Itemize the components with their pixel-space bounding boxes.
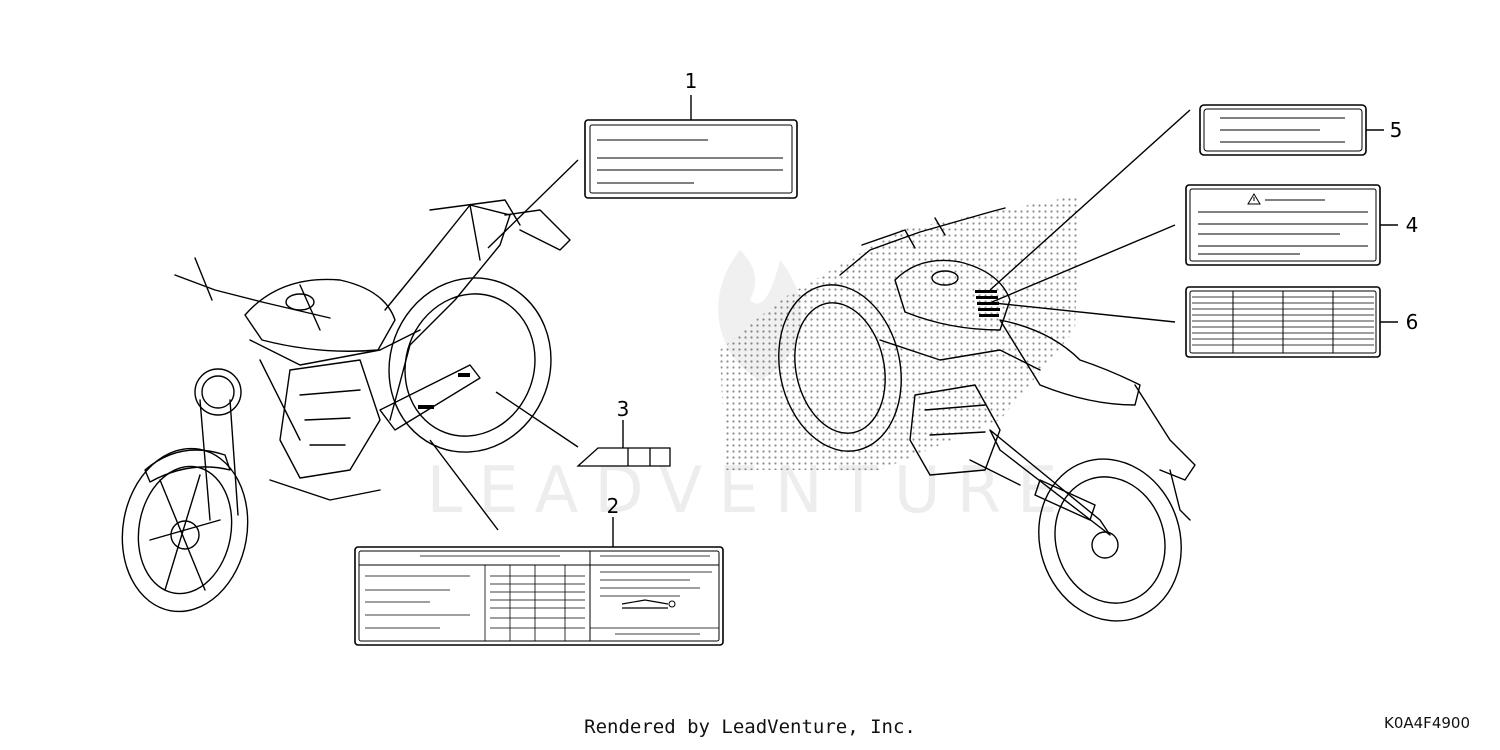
callout-4: 4 — [1406, 213, 1419, 237]
callout-6: 6 — [1406, 310, 1419, 334]
warning-icon — [1247, 193, 1261, 205]
label-3 — [576, 447, 671, 467]
diagram-code: K0A4F4900 — [1384, 714, 1470, 732]
label-4 — [1185, 184, 1381, 266]
callout-1: 1 — [685, 69, 698, 93]
callout-3: 3 — [617, 397, 630, 421]
label-6 — [1185, 286, 1381, 358]
motorcycle-left-view — [121, 199, 571, 613]
callout-numbers: 1 2 3 4 5 6 — [607, 69, 1419, 518]
rendered-by-credit: Rendered by LeadVenture, Inc. — [584, 716, 916, 738]
label-2 — [354, 546, 724, 646]
tank-decal-marks — [975, 290, 1000, 317]
label-5 — [1199, 104, 1367, 156]
leader-lines — [429, 95, 1398, 547]
callout-5: 5 — [1390, 118, 1403, 142]
motorcycle-right-view — [720, 195, 1196, 622]
label-1 — [584, 119, 798, 199]
callout-2: 2 — [607, 494, 620, 518]
